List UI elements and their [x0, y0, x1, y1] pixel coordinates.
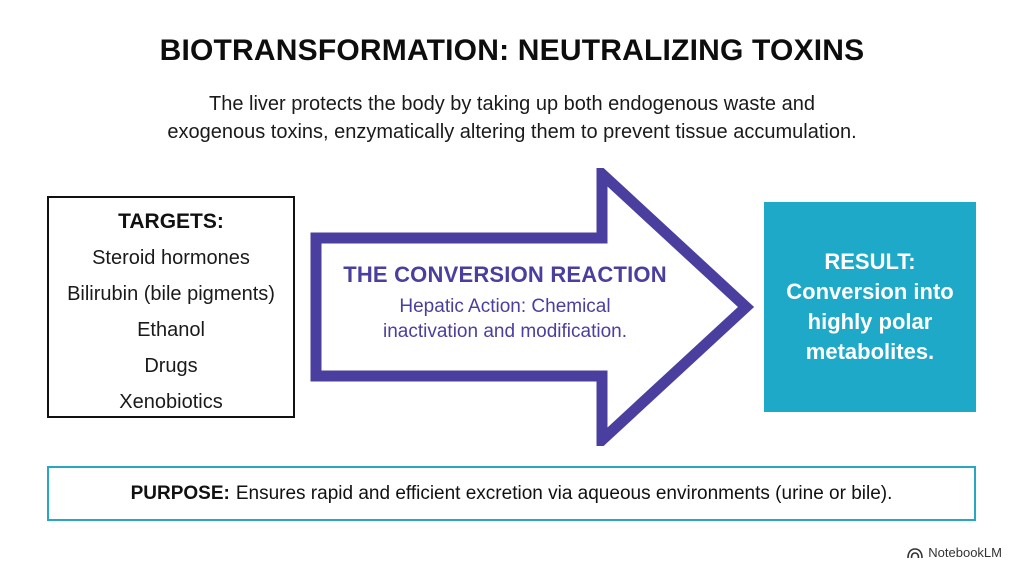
target-item: Bilirubin (bile pigments) — [67, 283, 275, 305]
conversion-line-2: inactivation and modification. — [383, 321, 627, 342]
conversion-description: Hepatic Action: Chemical inactivation an… — [330, 294, 680, 344]
conversion-line-1: Hepatic Action: Chemical — [399, 296, 611, 317]
purpose-box: PURPOSE: Ensures rapid and efficient exc… — [47, 466, 976, 521]
slide-title: BIOTRANSFORMATION: NEUTRALIZING TOXINS — [159, 34, 865, 67]
target-item: Steroid hormones — [92, 247, 250, 269]
purpose-label: PURPOSE: — [130, 482, 230, 504]
result-box: RESULT: Conversion into highly polar met… — [764, 202, 976, 412]
targets-list: Steroid hormones Bilirubin (bile pigment… — [49, 240, 293, 420]
notebooklm-logo-icon — [907, 547, 924, 558]
conversion-text: THE CONVERSION REACTION Hepatic Action: … — [330, 262, 680, 344]
result-line-3: metabolites. — [805, 339, 935, 364]
result-text: Conversion into highly polar metabolites… — [786, 277, 953, 367]
purpose-text: Ensures rapid and efficient excretion vi… — [235, 482, 893, 504]
targets-heading: TARGETS: — [118, 210, 224, 233]
targets-box: TARGETS: Steroid hormones Bilirubin (bil… — [47, 196, 295, 418]
slide-subtitle: The liver protects the body by taking up… — [80, 90, 944, 146]
conversion-arrow — [310, 168, 755, 446]
brand-name: NotebookLM — [928, 545, 1002, 560]
brand-watermark: NotebookLM — [907, 545, 1002, 560]
conversion-heading: THE CONVERSION REACTION — [343, 262, 667, 287]
subtitle-line-1: The liver protects the body by taking up… — [209, 93, 815, 115]
target-item: Ethanol — [137, 319, 205, 341]
target-item: Drugs — [144, 355, 198, 377]
result-line-1: Conversion into — [786, 279, 954, 304]
target-item: Xenobiotics — [119, 391, 223, 413]
subtitle-line-2: exogenous toxins, enzymatically altering… — [167, 121, 857, 143]
result-heading: RESULT: — [824, 249, 916, 274]
conversion-arrow-outline — [310, 168, 755, 446]
result-line-2: highly polar — [807, 309, 933, 334]
